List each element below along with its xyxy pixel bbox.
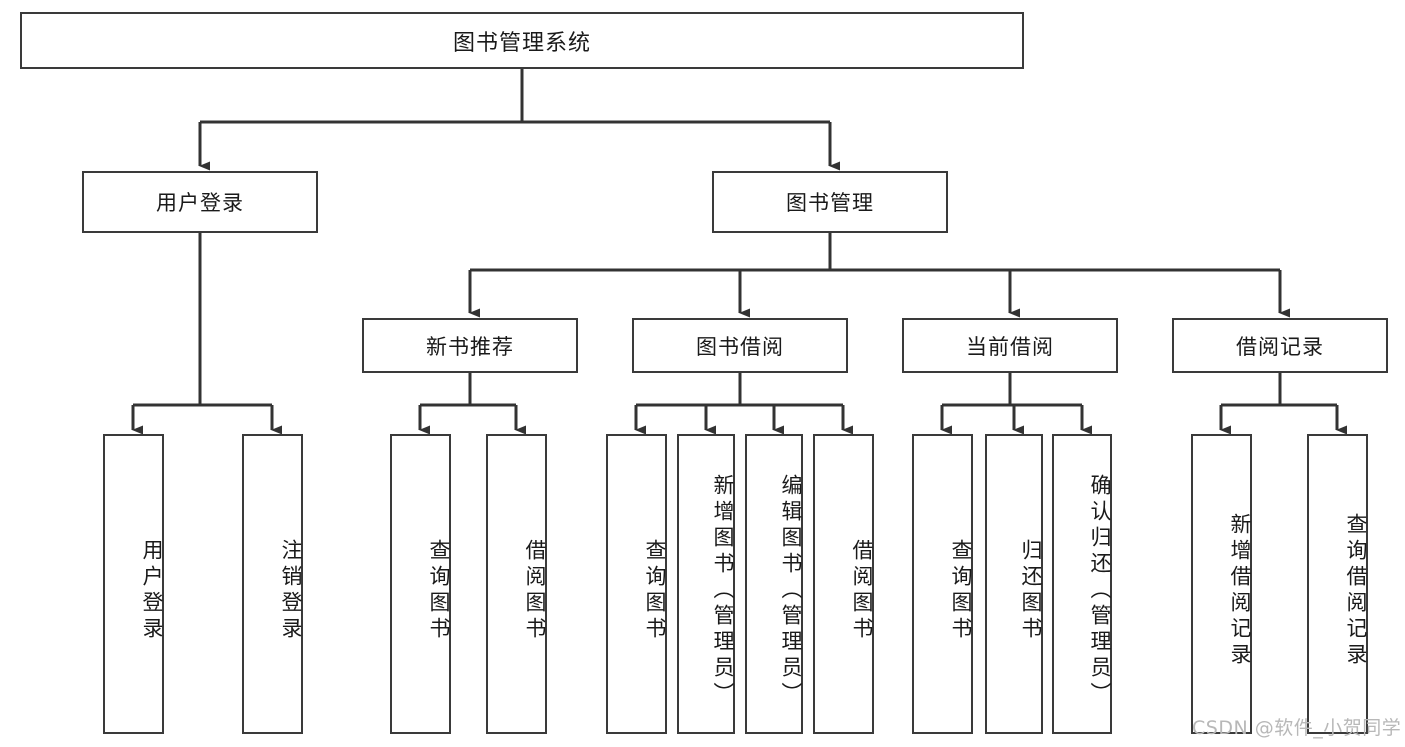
leaf-cur-return-book[interactable]: 归还图书: [985, 434, 1043, 734]
edge-currentborrow-to-leaves: [940, 373, 1092, 435]
node-label: 用户登录: [156, 191, 244, 215]
node-label: 当前借阅: [966, 334, 1054, 359]
edge-bookmanage-to-level2: [468, 233, 1290, 318]
edge-root-to-level1: [198, 69, 840, 171]
node-label: 用户登录: [140, 539, 164, 643]
edge-newbookrec-to-leaves: [418, 373, 526, 435]
node-label: 查询图书: [427, 539, 451, 643]
node-label: 借阅记录: [1236, 334, 1324, 359]
leaf-add-borrow-record[interactable]: 新增借阅记录: [1191, 434, 1252, 734]
node-borrow-record[interactable]: 借阅记录: [1172, 318, 1388, 373]
node-label: 新增借阅记录: [1228, 513, 1252, 669]
node-label: 查询图书: [949, 539, 973, 643]
node-label: 新书推荐: [426, 334, 514, 359]
edge-userlogin-to-leaves: [131, 233, 282, 435]
node-label: 图书管理系统: [452, 30, 591, 56]
leaf-cur-confirm-return-admin[interactable]: 确认归还（管理员）: [1052, 434, 1112, 734]
node-label: 借阅图书: [850, 539, 874, 643]
leaf-borrow-edit-book-admin[interactable]: 编辑图书（管理员）: [745, 434, 803, 734]
node-label: 查询图书: [643, 539, 667, 643]
leaf-query-borrow-record[interactable]: 查询借阅记录: [1307, 434, 1368, 734]
leaf-user-logout[interactable]: 注销登录: [242, 434, 303, 734]
edge-borrowrecord-to-leaves: [1219, 373, 1347, 435]
leaf-rec-query-book[interactable]: 查询图书: [390, 434, 451, 734]
node-book-borrow[interactable]: 图书借阅: [632, 318, 848, 373]
node-label: 查询借阅记录: [1344, 513, 1368, 669]
leaf-user-login[interactable]: 用户登录: [103, 434, 164, 734]
node-label: 归还图书: [1019, 539, 1043, 643]
leaf-rec-borrow-book[interactable]: 借阅图书: [486, 434, 547, 734]
edge-bookborrow-to-leaves: [634, 373, 853, 435]
node-label: 图书借阅: [696, 334, 784, 359]
csdn-watermark: CSDN @软件_小贺同学: [1192, 717, 1402, 739]
node-current-borrow[interactable]: 当前借阅: [902, 318, 1118, 373]
node-user-login[interactable]: 用户登录: [82, 171, 318, 233]
node-root[interactable]: 图书管理系统: [20, 12, 1024, 69]
node-book-manage[interactable]: 图书管理: [712, 171, 948, 233]
node-new-book-recommend[interactable]: 新书推荐: [362, 318, 578, 373]
node-label: 编辑图书（管理员）: [779, 474, 803, 708]
leaf-borrow-query-book[interactable]: 查询图书: [606, 434, 667, 734]
leaf-cur-query-book[interactable]: 查询图书: [912, 434, 973, 734]
node-label: 注销登录: [279, 539, 303, 643]
node-label: 新增图书（管理员）: [711, 474, 735, 708]
node-label: 借阅图书: [523, 539, 547, 643]
leaf-borrow-borrow-book[interactable]: 借阅图书: [813, 434, 874, 734]
node-label: 图书管理: [786, 191, 874, 215]
leaf-borrow-add-book-admin[interactable]: 新增图书（管理员）: [677, 434, 735, 734]
node-label: 确认归还（管理员）: [1088, 474, 1112, 708]
